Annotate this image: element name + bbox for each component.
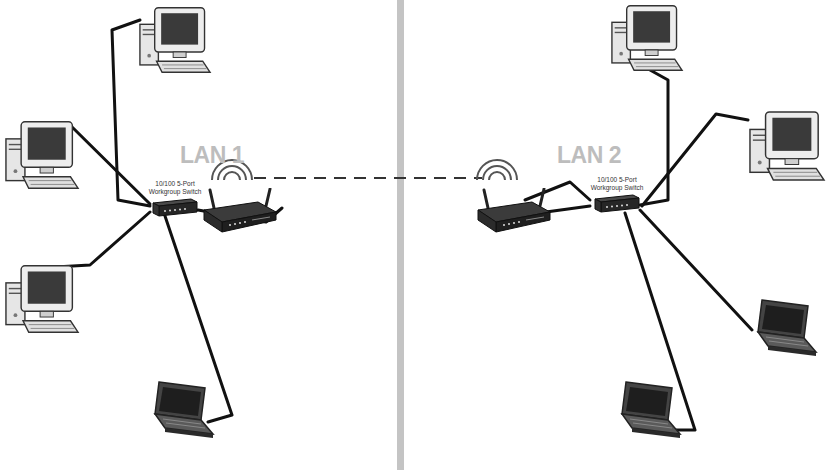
laptop-computer xyxy=(155,382,213,438)
desktop-computer xyxy=(612,6,682,71)
wireless-link xyxy=(254,177,482,179)
desktop-computer xyxy=(6,122,78,188)
wireless-router xyxy=(204,189,276,232)
desktop-computer xyxy=(140,8,210,73)
switch-body xyxy=(593,193,641,213)
cable xyxy=(525,182,590,200)
device-label: 10/100 5-Port Workgroup Switch xyxy=(588,176,646,191)
wireless-router xyxy=(478,189,550,232)
lan-divider xyxy=(397,0,404,470)
switch-node: 10/100 5-Port Workgroup Switch xyxy=(146,180,204,217)
desktop-computer xyxy=(750,112,824,180)
switch-node: 10/100 5-Port Workgroup Switch xyxy=(588,176,646,213)
switch-body xyxy=(151,197,199,217)
device-label: 10/100 5-Port Workgroup Switch xyxy=(146,180,204,195)
lan-name: LAN 1 xyxy=(180,142,244,169)
cable xyxy=(640,70,668,205)
network-cables xyxy=(38,20,752,430)
laptop-computer xyxy=(758,300,816,356)
cable xyxy=(546,206,590,212)
desktop-computer xyxy=(6,266,78,332)
cable xyxy=(642,114,748,206)
laptop-computer xyxy=(622,382,680,438)
lan-name: LAN 2 xyxy=(557,142,621,169)
cable xyxy=(38,212,150,268)
wireless-waves xyxy=(212,160,517,180)
